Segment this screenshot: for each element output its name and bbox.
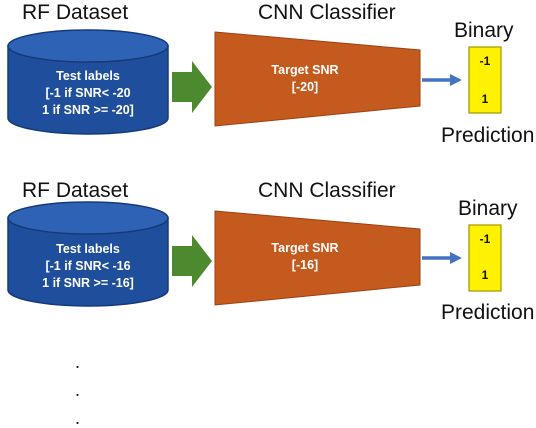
continuation-dot-3: . (75, 408, 81, 428)
rf-dataset-title-2: RF Dataset (22, 179, 129, 202)
prediction-title-2: Prediction (441, 301, 535, 324)
test-labels-heading-2: Test labels (56, 242, 120, 256)
cnn-classifier-trapezoid-1 (214, 31, 421, 127)
target-snr-heading-1: Target SNR (271, 63, 339, 77)
binary-title-2: Binary (458, 197, 518, 220)
test-labels-line2-1: 1 if SNR >= -20] (42, 103, 134, 117)
binary-value-bottom-1: 1 (481, 92, 489, 106)
stage-1-shapes (7, 29, 502, 135)
continuation-dot-2: . (75, 380, 81, 400)
stage-2-shapes (7, 201, 502, 307)
binary-value-top-1: -1 (479, 54, 491, 68)
rf-dataset-cylinder-1 (7, 29, 169, 135)
test-labels-text-2: Test labels [-1 if SNR< -16 1 if SNR >= … (8, 241, 168, 292)
rf-dataset-title-1: RF Dataset (22, 1, 129, 24)
binary-value-top-2: -1 (479, 232, 491, 246)
blue-arrow-1 (422, 74, 462, 86)
target-snr-text-1: Target SNR [-20] (250, 62, 360, 96)
binary-box-2 (468, 224, 502, 292)
cnn-classifier-title-1: CNN Classifier (258, 1, 396, 24)
cnn-classifier-trapezoid-2 (214, 210, 421, 306)
target-snr-heading-2: Target SNR (271, 241, 339, 255)
test-labels-line1-2: [-1 if SNR< -16 (45, 259, 131, 273)
green-arrow-1 (172, 61, 212, 113)
test-labels-line1-1: [-1 if SNR< -20 (45, 86, 131, 100)
target-snr-value-2: [-16] (291, 258, 319, 272)
prediction-title-1: Prediction (441, 124, 535, 147)
green-arrow-2 (172, 235, 212, 287)
test-labels-line2-2: 1 if SNR >= -16] (42, 276, 134, 290)
target-snr-text-2: Target SNR [-16] (250, 240, 360, 274)
test-labels-text-1: Test labels [-1 if SNR< -20 1 if SNR >= … (8, 68, 168, 119)
binary-value-bottom-2: 1 (481, 268, 489, 282)
test-labels-heading-1: Test labels (56, 69, 120, 83)
target-snr-value-1: [-20] (291, 80, 319, 94)
cnn-classifier-title-2: CNN Classifier (258, 179, 396, 202)
rf-dataset-cylinder-2 (7, 201, 169, 307)
binary-title-1: Binary (454, 19, 514, 42)
binary-box-1 (468, 46, 502, 114)
blue-arrow-2 (422, 252, 462, 264)
continuation-dot-1: . (75, 352, 81, 372)
